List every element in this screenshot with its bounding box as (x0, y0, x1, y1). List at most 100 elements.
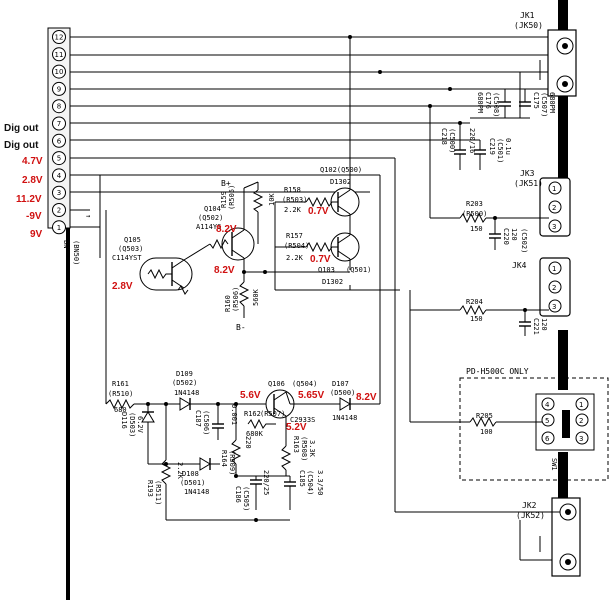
r164-value: 220 (244, 436, 252, 449)
transistor-q106: Q106 (Q504) C2933S (265, 380, 340, 440)
d107-part: 1N4148 (332, 414, 357, 422)
transistor-q102: Q102(Q500) D1302 (320, 37, 362, 217)
right-rail-top (558, 0, 568, 30)
connector-pin-9 (52, 81, 66, 96)
transistor-q104: Q104 (Q502) A114YS (196, 205, 255, 261)
r157-value: 2.2K (286, 254, 304, 262)
jack-jk4: 1 2 3 JK4 (512, 257, 571, 317)
svg-text:6: 6 (545, 435, 550, 443)
d108-ref: (D501) (180, 479, 205, 487)
q105-ref: (Q503) (118, 245, 143, 253)
r162-name: R162 (244, 410, 261, 418)
jk1-name: JK1 (520, 11, 535, 20)
d116-name: D116 (120, 412, 128, 429)
voltage-q106-collector: 5.65V (298, 390, 324, 401)
pin-label-1: 9V (30, 229, 43, 240)
pin-label-5: 4.7V (22, 156, 43, 167)
sw1-block: PD-H500C ONLY 4 5 6 1 2 3 SW1 (459, 367, 609, 481)
svg-text:1: 1 (579, 401, 583, 409)
pin-labels: Dig out Dig out 4.7V 2.8V 11.2V -9V 9V (4, 123, 43, 240)
c186-name: C186 (234, 486, 242, 503)
voltage-q102: 0.7V (308, 206, 329, 217)
left-ground-rail (66, 228, 70, 600)
right-rail-mid3 (558, 452, 568, 498)
resistor-r204: R204 150 (410, 298, 549, 323)
c221-value: 120 (540, 318, 548, 331)
jack-jk1: JK1 (JK50) (514, 11, 577, 118)
pin-label-8: Dig out (4, 123, 39, 134)
voltage-d107: 8.2V (356, 392, 377, 403)
c220-name: C220 (502, 228, 510, 245)
connector-pin-number: 10 (55, 68, 64, 76)
c220-value: 120 (510, 228, 518, 241)
right-rail-mid2 (558, 330, 568, 390)
capacitor-c176-c175: C176 (C508) 680PM C175 (C507) 680PM (470, 89, 556, 119)
r204-value: 150 (470, 315, 483, 323)
q105-part: C114YST (112, 254, 142, 262)
resistor-r159: R159 (R505) 10K (220, 181, 276, 244)
c185-value: 3.3/50 (316, 470, 324, 495)
svg-text:5: 5 (545, 417, 549, 425)
c219-ref: (C501) (496, 138, 504, 163)
r159-ref: (R505) (228, 185, 236, 210)
connector-pin-number: 6 (57, 137, 62, 145)
capacitor-c218-c219: C218 (C500) 220/16 C219 (C501) 0.1u (440, 123, 512, 170)
svg-text:3: 3 (552, 303, 556, 311)
capacitor-c186: C186 (C505) 220/25 (234, 470, 290, 511)
connector-pin-11 (52, 47, 66, 62)
connector-pin-number: 4 (57, 172, 62, 180)
svg-text:2: 2 (552, 204, 556, 212)
connector-pin-1 (52, 220, 66, 235)
voltage-q106-emitter: 5.2V (286, 422, 307, 433)
connector-pin-3 (52, 185, 66, 200)
connector-pin-4 (52, 168, 66, 183)
c218-value: 220/16 (468, 128, 476, 153)
r164-name: R164 (220, 450, 228, 467)
svg-text:3: 3 (552, 223, 556, 231)
q104-ref: (Q502) (198, 214, 223, 222)
connector-pin-8 (52, 99, 66, 114)
c175-value: 680PM (548, 92, 556, 113)
d109-part: 1N4148 (174, 389, 199, 397)
svg-text:1: 1 (552, 265, 556, 273)
r160-value: 560K (252, 288, 260, 306)
q106-ref: (Q504) (292, 380, 317, 388)
r205-name: R205 (476, 412, 493, 420)
capacitor-c220: C220 120 (C502) (489, 218, 528, 253)
r203-name: R203 (466, 200, 483, 208)
q102-part: D1302 (330, 178, 351, 186)
svg-text:1: 1 (552, 185, 556, 193)
pin-label-4: 2.8V (22, 175, 43, 186)
r205-value: 100 (480, 428, 493, 436)
resistor-r205: R205 100 (409, 310, 542, 436)
svg-text:2: 2 (579, 417, 583, 425)
d107-name: D107 (332, 380, 349, 388)
c176-value: 680PM (476, 92, 484, 113)
connector-ref: (BN50) (72, 240, 80, 265)
connector-pin-7 (52, 116, 66, 131)
jk3-ref: (JK51) (514, 179, 543, 188)
d116-ref: (D503) (128, 412, 136, 437)
resistor-r162: R162 (R507) 680K (244, 410, 285, 438)
connector-pin-6 (52, 133, 66, 148)
c187-ref: (C506) (202, 410, 210, 435)
c186-value: 220/25 (262, 470, 270, 495)
connector-pin-number: 1 (57, 224, 61, 232)
d107-ref: (D500) (330, 389, 355, 397)
q102-name: Q102(Q500) (320, 166, 362, 174)
r160-name: R160 (224, 295, 232, 312)
r158-ref: (R503) (282, 196, 307, 204)
supply-bminus: B- (236, 323, 246, 332)
jack-jk2: JK2 (JK52) (395, 497, 581, 577)
connector-pin-number: 9 (57, 85, 61, 93)
d116-part: 6.2V (136, 416, 144, 434)
d109-name: D109 (176, 370, 193, 378)
c175-ref: (C507) (540, 92, 548, 117)
connector-pin-5 (52, 151, 66, 166)
q103-ref: (Q501) (346, 266, 371, 274)
diode-d107: D107 (D500) 1N4148 (330, 380, 380, 422)
r157-name: R157 (286, 232, 303, 240)
capacitor-c187: C187 (C506) 0.001 (194, 404, 238, 440)
voltage-q103: 0.7V (310, 254, 331, 265)
q104-part: A114YS (196, 223, 221, 231)
